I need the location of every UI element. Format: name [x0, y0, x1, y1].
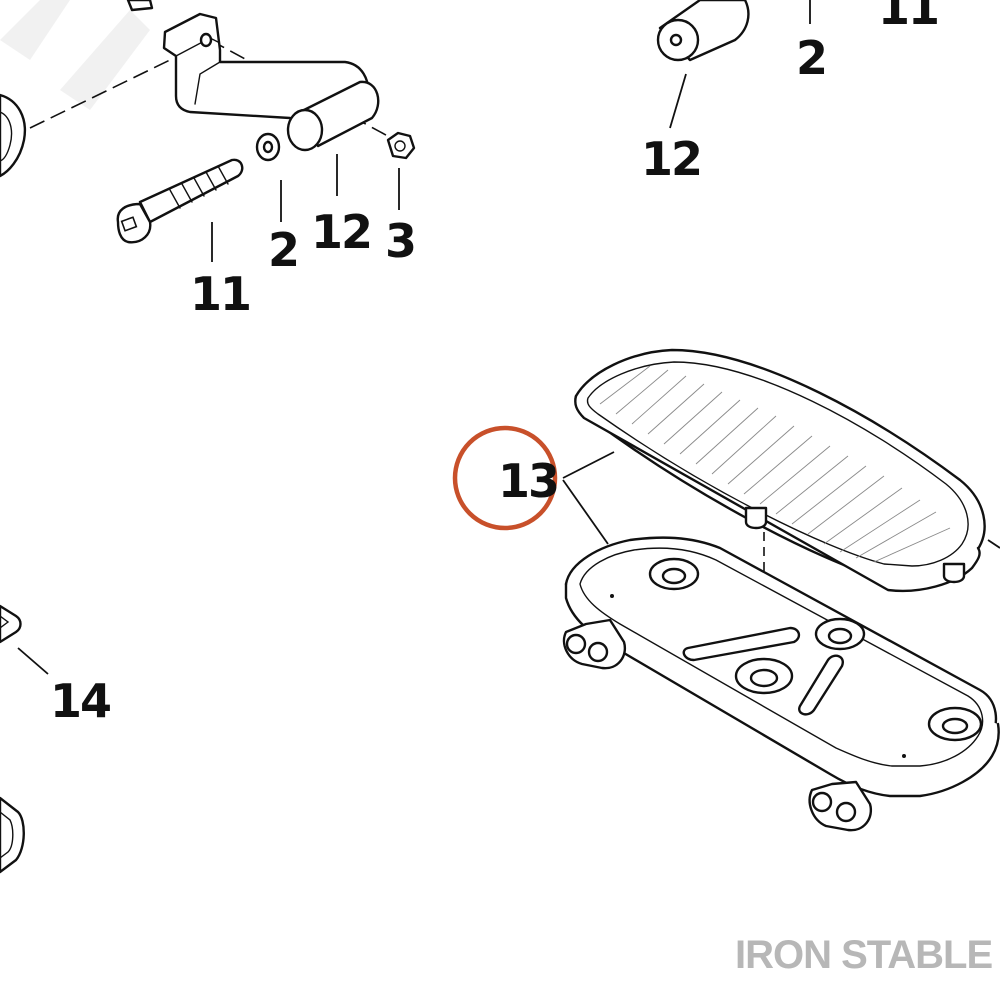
pan-slot-1: [682, 626, 801, 662]
callout-12-top: 12: [641, 132, 701, 186]
callout-11-left: 11: [190, 267, 250, 321]
hinge-hole-front-2: [587, 641, 609, 663]
hinge-hole-rear-1: [811, 791, 833, 813]
spacer-sleeve-end: [286, 108, 324, 152]
callout-12-left: 12: [311, 205, 371, 259]
leader-12-top: [669, 73, 687, 129]
alignment-line-2: [209, 39, 411, 149]
callout-14: 14: [50, 674, 110, 728]
bracket-assembly-top-right: 2 11 12: [641, 0, 940, 186]
hinge-hole-rear-2: [835, 801, 857, 823]
leader-13-pad: [562, 451, 615, 479]
alignment-line-1: [29, 59, 171, 129]
callout-3: 3: [385, 214, 415, 268]
bracket-hole: [199, 32, 213, 48]
hex-nut: [386, 131, 416, 160]
bracket-assembly-top-left: 11 2 12 3: [0, 0, 417, 321]
leader-14: [17, 647, 49, 675]
footboard-pad-lip: [574, 394, 981, 592]
callout-2-top: 2: [796, 31, 826, 85]
partial-assembly-left: 14: [0, 604, 112, 874]
socket-head-bolt: [138, 158, 244, 224]
pad-stud-left: [744, 506, 768, 530]
hinge-hole-front-1: [565, 633, 587, 655]
partial-part-14: [0, 604, 22, 644]
callout-13: 13: [498, 454, 558, 508]
callout-13-highlight: [452, 425, 558, 531]
pan-slot-2: [798, 654, 844, 716]
callout-2-left: 2: [268, 223, 298, 277]
footboard-assembly: 13: [452, 348, 1000, 832]
partial-part-left-edge: [0, 93, 27, 178]
partial-part-lower-left: [0, 796, 25, 874]
pad-grooves: [599, 365, 951, 563]
callout-11-top: 11: [878, 0, 938, 35]
pad-stud-right: [942, 562, 966, 584]
leader-13-pan: [562, 479, 609, 545]
watermark-iron-stable: IRON STABLE: [735, 933, 992, 977]
small-bolt-top: [126, 0, 154, 12]
background-swoosh: [0, 0, 150, 110]
